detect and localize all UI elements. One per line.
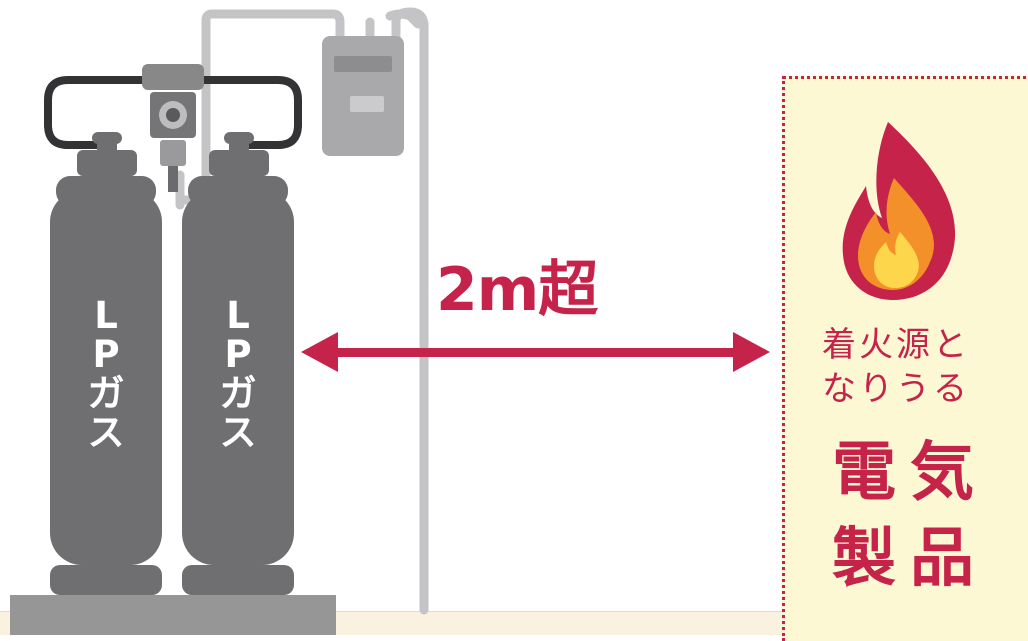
ignition-source-title: 電気 製品	[832, 430, 1012, 602]
cylinder-label-line: L	[226, 294, 250, 337]
flame-icon	[842, 122, 956, 300]
cylinder-label-line: ガ	[219, 372, 257, 415]
double-arrow-icon	[301, 332, 770, 372]
cylinder-2-label: L P ガ ス	[208, 296, 268, 452]
cylinder-label-line: ス	[87, 411, 125, 454]
title-line: 製品	[832, 522, 988, 596]
cylinder-label-line: ス	[219, 411, 257, 454]
subtitle-line: 着火源と	[822, 325, 970, 365]
lp-gas-cylinder-2	[182, 132, 294, 595]
cylinder-1-label: L P ガ ス	[76, 296, 136, 452]
cylinder-base	[10, 595, 336, 635]
gas-meter-icon	[322, 36, 404, 156]
cylinder-label-line: L	[94, 294, 118, 337]
floor-line	[0, 611, 1028, 612]
ignition-source-subtitle: 着火源と なりうる	[822, 323, 1012, 411]
cylinder-label-line: P	[224, 333, 252, 376]
lp-gas-cylinder-1	[50, 132, 162, 595]
distance-label: 2m超	[436, 255, 598, 325]
cylinder-label-line: ガ	[87, 372, 125, 415]
subtitle-line: なりうる	[822, 369, 970, 409]
title-line: 電気	[832, 436, 988, 510]
regulator-icon	[44, 64, 302, 192]
cylinder-label-line: P	[92, 333, 120, 376]
